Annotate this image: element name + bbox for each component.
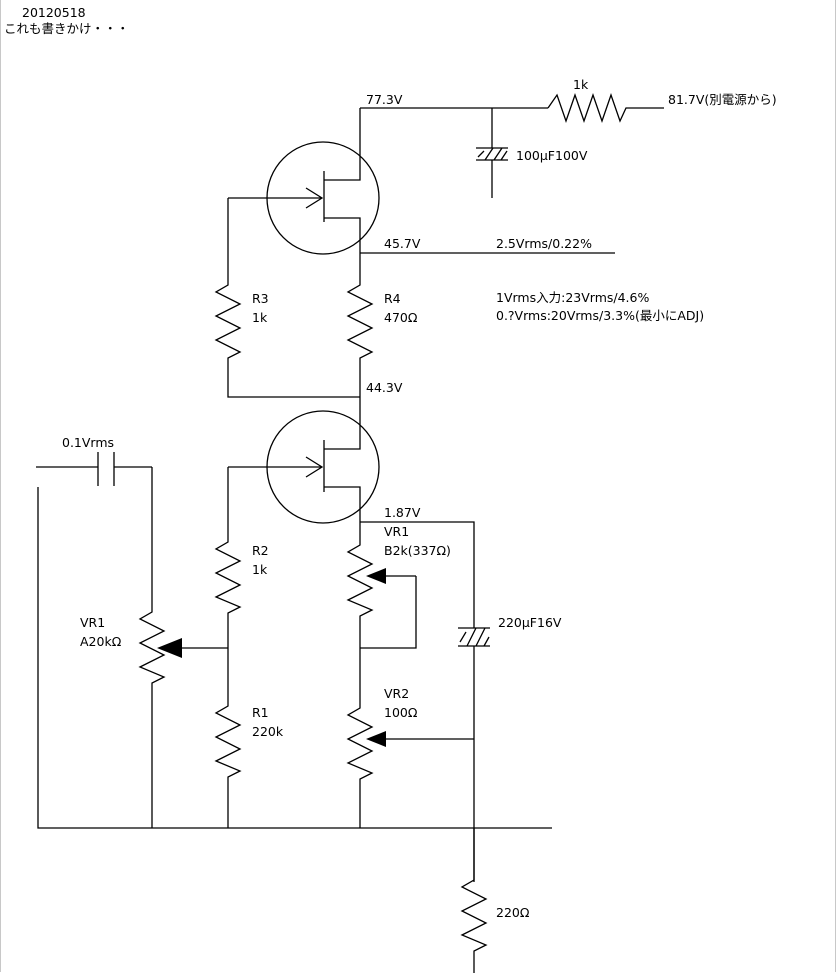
label-vr1b-value: B2k(337Ω)	[384, 543, 451, 558]
source-node-wire	[360, 521, 475, 628]
lower-transistor	[228, 397, 380, 524]
header-date: 20120518	[22, 5, 86, 20]
supply-wiring	[360, 93, 664, 198]
label-meas-line2: 0.?Vrms:20Vrms/3.3%(最小にADJ)	[496, 308, 704, 323]
header-note: これも書きかけ・・・	[4, 21, 129, 36]
label-r3-value: 1k	[252, 310, 268, 325]
label-v-collector-top: 77.3V	[366, 92, 403, 107]
label-v-mid: 44.3V	[366, 380, 403, 395]
label-r2-name: R2	[252, 543, 269, 558]
label-supply: 81.7V(別電源から)	[668, 92, 777, 107]
label-r2-value: 1k	[252, 562, 268, 577]
label-r-supply: 1k	[573, 77, 589, 92]
label-v-source: 1.87V	[384, 505, 421, 520]
label-v-out: 45.7V	[384, 236, 421, 251]
r3-resistor	[214, 198, 360, 398]
upper-transistor	[228, 108, 380, 255]
label-meas-line1: 1Vrms入力:23Vrms/4.6%	[496, 290, 649, 305]
label-vr1a-name: VR1	[80, 615, 105, 630]
vr2-resistor	[346, 680, 474, 828]
r1-resistor	[214, 648, 242, 828]
label-r-bottom: 220Ω	[496, 905, 530, 920]
label-r4-value: 470Ω	[384, 310, 418, 325]
input-capacitor	[36, 452, 152, 486]
label-input-level: 0.1Vrms	[62, 435, 114, 450]
label-c-bypass: 220μF16V	[498, 615, 562, 630]
label-vr1b-name: VR1	[384, 524, 409, 539]
label-r4-name: R4	[384, 291, 401, 306]
vr1-a20k-volume	[138, 467, 228, 828]
label-out-measure: 2.5Vrms/0.22%	[496, 236, 592, 251]
label-vr2-value: 100Ω	[384, 705, 418, 720]
r4-resistor	[346, 253, 374, 397]
label-c-supply: 100μF100V	[516, 148, 588, 163]
label-vr1a-value: A20kΩ	[80, 634, 122, 649]
ground-rail	[37, 487, 552, 829]
label-vr2-name: VR2	[384, 686, 409, 701]
r-bottom-resistor	[460, 828, 488, 973]
r2-resistor	[214, 467, 242, 648]
supply-capacitor	[476, 147, 508, 161]
label-r3-name: R3	[252, 291, 269, 306]
vr1-b2k-resistor	[346, 522, 417, 680]
label-r1-value: 220k	[252, 724, 284, 739]
label-r1-name: R1	[252, 705, 269, 720]
